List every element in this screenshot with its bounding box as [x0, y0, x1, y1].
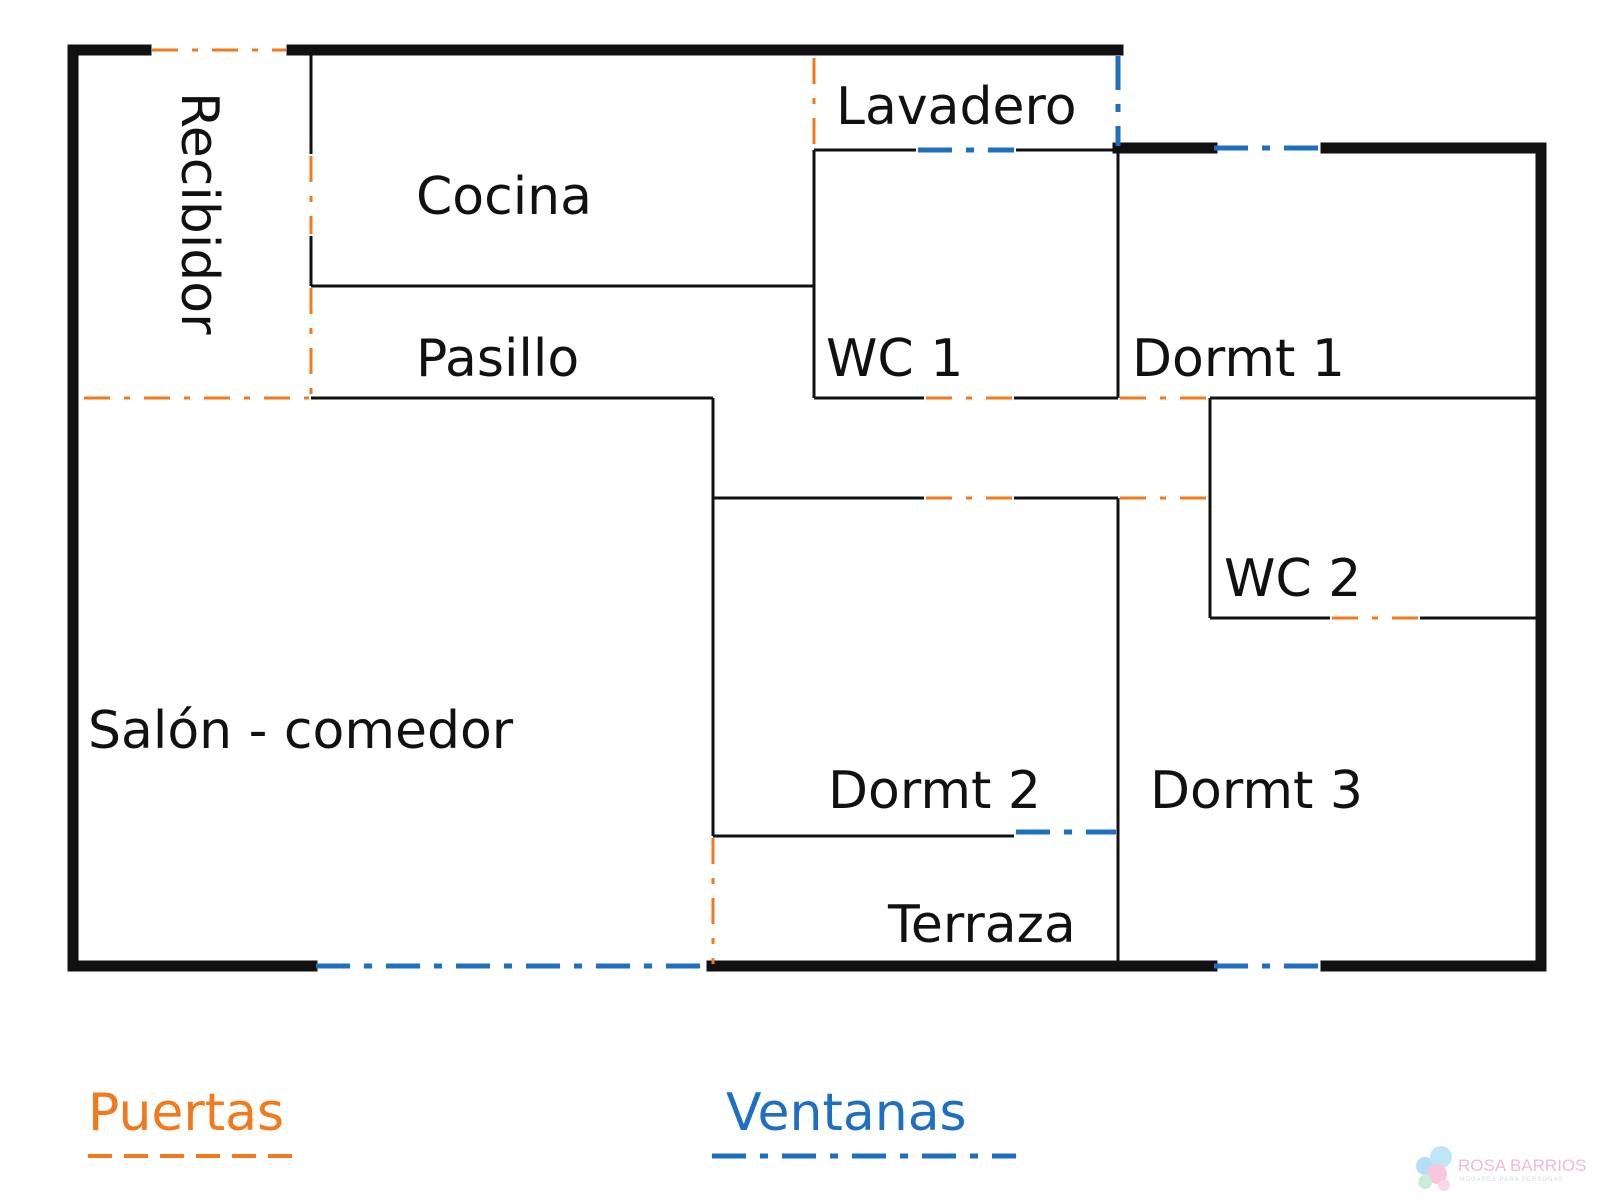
room-labels: Recibidor Cocina Lavadero Pasillo WC 1 D… [88, 77, 1363, 955]
room-label-pasillo: Pasillo [416, 329, 579, 389]
room-label-dormt2: Dormt 2 [828, 761, 1041, 821]
legend-doors-label: Puertas [88, 1083, 284, 1143]
brand-tagline: HOGARES PARA PERSONAS [1460, 1177, 1563, 1183]
legend: Puertas Ventanas [88, 1083, 1016, 1159]
doors [84, 48, 1418, 964]
room-label-recibidor: Recibidor [169, 92, 229, 335]
brand-watermark: ROSA BARRIOS HOGARES PARA PERSONAS [1416, 1146, 1586, 1191]
brand-name: ROSA BARRIOS [1458, 1156, 1586, 1175]
room-label-wc1: WC 1 [826, 329, 963, 389]
exterior-walls [67, 44, 1547, 972]
room-label-cocina: Cocina [416, 167, 592, 227]
room-label-dormt1: Dormt 1 [1132, 329, 1345, 389]
room-label-terraza: Terraza [887, 895, 1076, 955]
interior-walls [309, 50, 1541, 966]
room-label-lavadero: Lavadero [836, 77, 1077, 137]
brand-logo-icon [1416, 1146, 1452, 1191]
room-label-dormt3: Dormt 3 [1150, 761, 1363, 821]
windows [316, 56, 1324, 969]
room-label-salon: Salón - comedor [88, 701, 514, 761]
legend-windows-label: Ventanas [726, 1083, 967, 1143]
room-label-wc2: WC 2 [1224, 549, 1361, 609]
